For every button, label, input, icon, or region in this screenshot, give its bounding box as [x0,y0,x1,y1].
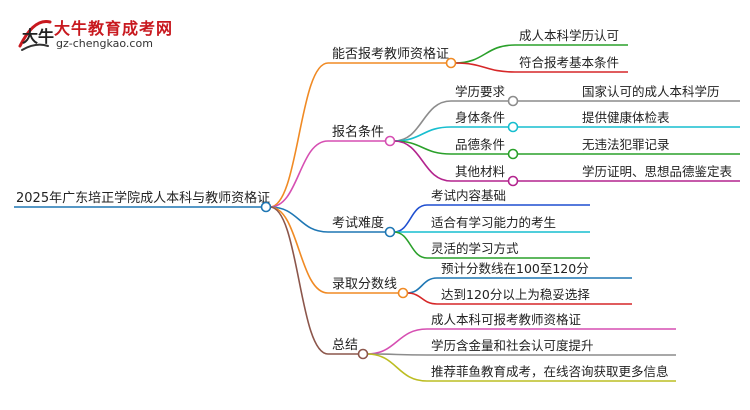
subtopic-2-0[interactable]: 考试内容基础 [431,188,506,203]
branch-link-3 [269,206,329,294]
root-topic[interactable]: 2025年广东培正学院成人本科与教师资格证 [16,190,270,206]
child-link-4-0 [366,328,428,355]
subtopic-node-1-1[interactable] [507,121,519,133]
child-link-1-3 [393,140,452,182]
child-link-3-1 [406,292,438,305]
subtopic-3-0[interactable]: 预计分数线在100至120分 [441,261,589,276]
branch-node-2[interactable] [384,226,396,238]
branch-link-4 [269,206,329,355]
leaf-1-3-0[interactable]: 学历证明、思想品德鉴定表 [582,164,733,179]
branch-node-1[interactable] [384,135,396,147]
subtopic-2-1[interactable]: 适合有学习能力的考生 [431,215,556,230]
subtopic-4-2[interactable]: 推荐菲鱼教育成考，在线咨询获取更多信息 [431,364,669,379]
subtopic-1-2[interactable]: 品德条件 [455,137,505,152]
subtopic-node-1-0[interactable] [507,95,519,107]
logo-url: gz-chengkao.com [56,37,153,50]
branch-topic-1[interactable]: 报名条件 [332,124,384,140]
subtopic-node-1-2[interactable] [507,148,519,160]
branch-topic-4[interactable]: 总结 [332,338,358,353]
subtopic-node-1-3[interactable] [507,175,519,187]
branch-link-1 [269,140,329,208]
branch-topic-2[interactable]: 考试难度 [332,215,384,231]
subtopic-1-3[interactable]: 其他材料 [455,164,506,179]
logo-title: 大牛教育成考网 [54,19,174,38]
child-link-0-1 [454,62,516,73]
branch-topic-3[interactable]: 录取分数线 [332,277,397,292]
subtopic-0-0[interactable]: 成人本科学历认可 [519,28,619,43]
child-link-3-0 [406,277,438,294]
logo-mark-text: 大牛 [22,27,54,46]
root-node[interactable] [260,201,272,213]
subtopic-2-2[interactable]: 灵活的学习方式 [431,241,519,256]
child-link-2-2 [393,231,428,259]
branch-link-0 [269,62,329,208]
leaf-1-0-0[interactable]: 国家认可的成人本科学历 [582,84,720,99]
branch-node-3[interactable] [397,287,409,299]
subtopic-4-0[interactable]: 成人本科可报考教师资格证 [431,312,582,327]
subtopic-1-0[interactable]: 学历要求 [455,84,506,99]
branch-node-4[interactable] [357,348,369,360]
subtopic-0-1[interactable]: 符合报考基本条件 [519,55,619,70]
subtopic-4-1[interactable]: 学历含金量和社会认可度提升 [431,338,594,353]
branch-topic-0[interactable]: 能否报考教师资格证 [332,46,449,62]
child-link-4-2 [366,353,428,382]
branch-link-2 [269,206,329,233]
leaf-1-2-0[interactable]: 无违法犯罪记录 [582,137,670,152]
site-logo[interactable]: 大牛 大牛教育成考网 gz-chengkao.com [14,12,172,56]
subtopic-3-1[interactable]: 达到120分以上为稳妥选择 [441,287,590,302]
branch-node-0[interactable] [445,57,457,69]
logo-mark-icon: 大牛 [14,12,56,56]
child-link-1-0 [393,100,452,142]
subtopic-1-1[interactable]: 身体条件 [455,110,505,125]
child-link-2-0 [393,204,428,233]
leaf-1-1-0[interactable]: 提供健康体检表 [582,110,670,125]
child-link-0-0 [454,44,516,64]
